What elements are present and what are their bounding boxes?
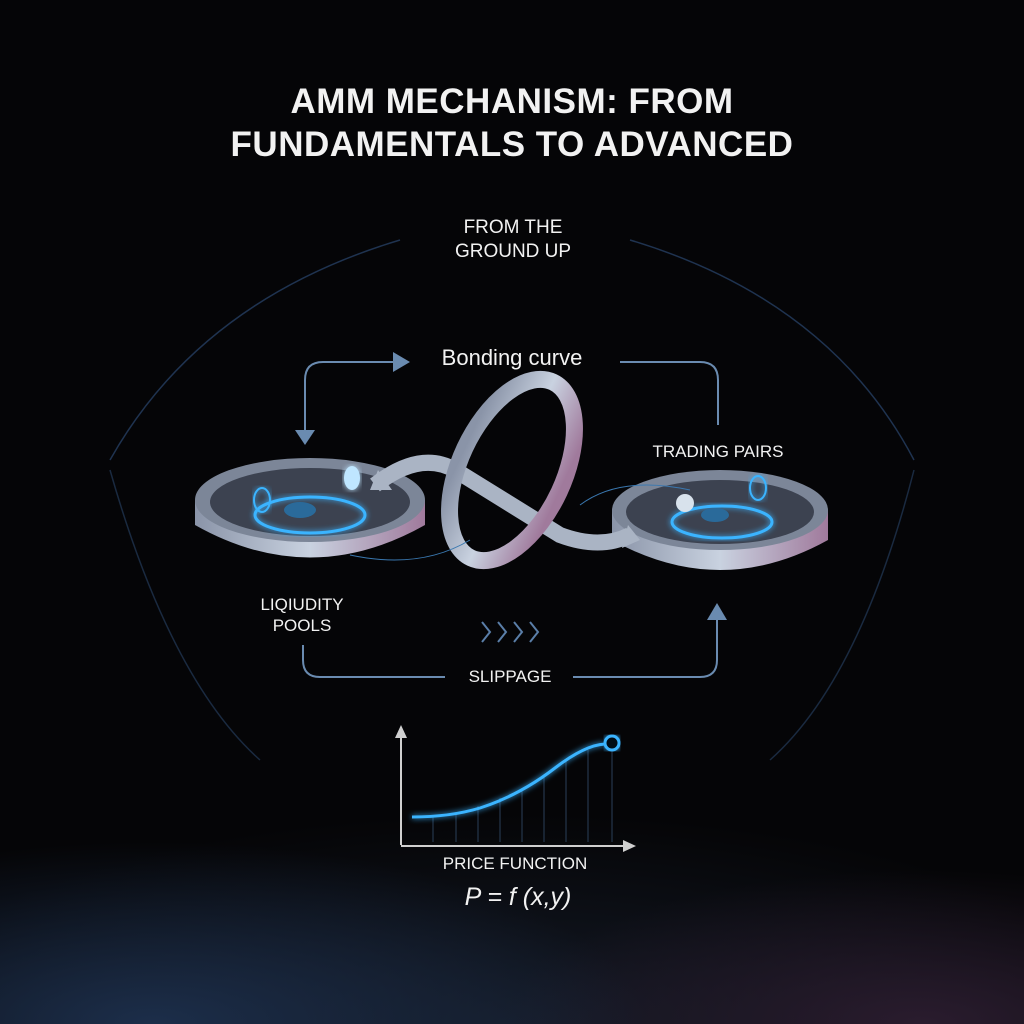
price-function-label: PRICE FUNCTION [442,854,588,873]
trading-pairs-label: TRADING PAIRS [652,442,784,461]
flow-line [349,539,471,561]
chevrons-icon [481,621,540,643]
frame-arc [109,469,261,761]
trading-pair-disc [612,470,828,570]
arrow-down-icon [295,430,315,445]
bonding-curve-label: Bonding curve [441,345,583,370]
bonding-curve-loop [302,361,719,678]
price-function-graph [395,725,636,852]
liquidity-pools-label: LIQIUDITY POOLS [260,595,344,635]
price-curve [411,742,606,819]
frame-arc [109,239,401,461]
slippage-label: SLIPPAGE [468,667,552,686]
curve-endpoint [603,734,621,752]
subtitle: FROM THE GROUND UP [454,217,572,262]
flow-line [579,484,691,506]
page-title: AMM MECHANISM: FROM FUNDAMENTALS TO ADVA… [230,82,794,164]
price-formula: P = f (x,y) [464,883,572,911]
frame-arc [629,239,915,461]
arrow-right-icon [393,352,410,372]
liquidity-pool-disc [195,458,425,558]
bonding-curve-ring [370,370,640,570]
arrow-up-icon [707,603,727,620]
frame-arc [769,469,915,761]
